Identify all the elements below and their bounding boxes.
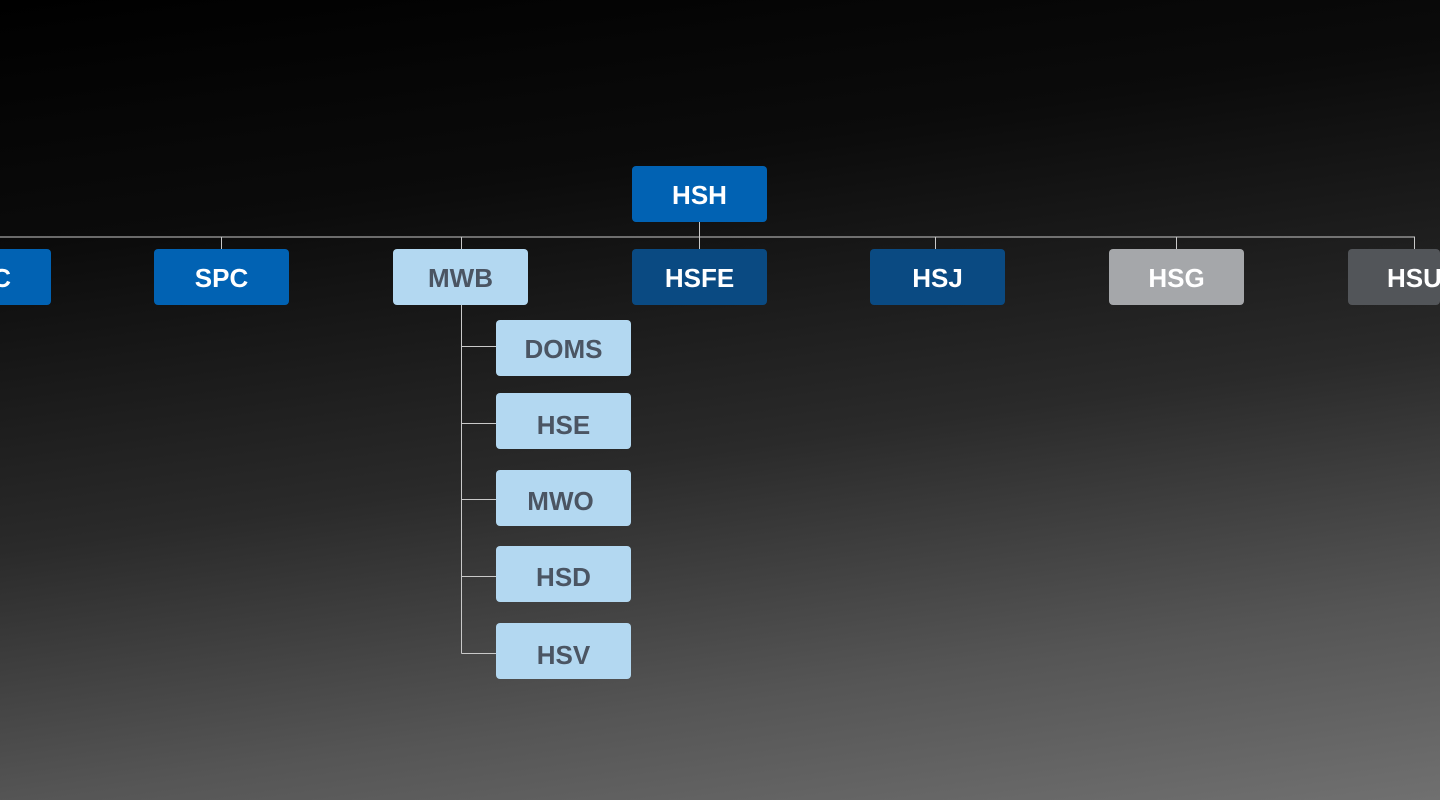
- node-label: HSV: [536, 639, 591, 670]
- node-hsj[interactable]: HSJ: [870, 249, 1005, 305]
- node-label: HSU: [1387, 262, 1440, 293]
- node-mwb[interactable]: MWB: [393, 249, 528, 305]
- node-label: C: [0, 262, 11, 293]
- node-label: HSG: [1148, 262, 1205, 293]
- node-label: DOMS: [524, 333, 603, 364]
- node-label: HSH: [672, 179, 727, 210]
- node-label: HSE: [536, 409, 591, 440]
- node-doms[interactable]: DOMS: [496, 320, 631, 376]
- node-hsh[interactable]: HSH: [632, 166, 767, 222]
- node-hsv[interactable]: HSV: [496, 623, 631, 679]
- node-c[interactable]: C: [0, 249, 51, 305]
- node-hsfe[interactable]: HSFE: [632, 249, 767, 305]
- node-label: HSD: [536, 562, 591, 592]
- node-hse[interactable]: HSE: [496, 393, 631, 449]
- node-label: SPC: [194, 262, 249, 293]
- node-hsd[interactable]: HSD: [496, 546, 631, 602]
- node-label: MWB: [428, 262, 493, 293]
- node-label: MWO: [527, 485, 594, 516]
- node-hsu[interactable]: HSU: [1348, 249, 1440, 305]
- node-label: HSJ: [912, 262, 963, 293]
- node-label: HSFE: [664, 262, 735, 293]
- node-mwo[interactable]: MWO: [496, 470, 631, 526]
- node-hsg[interactable]: HSG: [1109, 249, 1244, 305]
- node-spc[interactable]: SPC: [154, 249, 289, 305]
